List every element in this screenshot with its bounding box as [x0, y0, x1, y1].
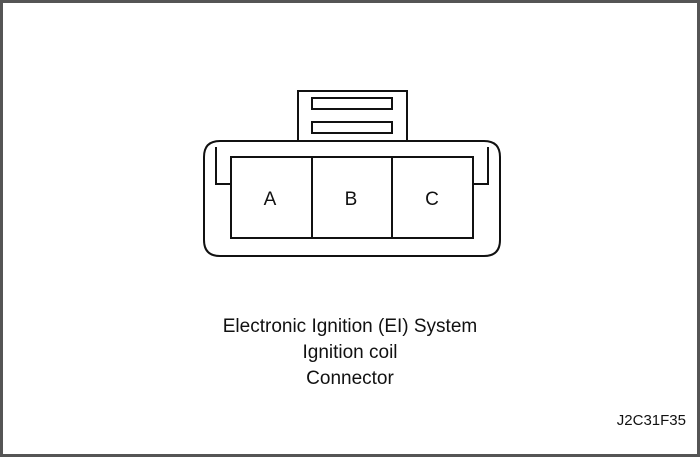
right-guide-rail [473, 147, 489, 185]
connector-housing [203, 140, 501, 257]
pin-label-b: B [345, 189, 358, 210]
caption-line-part: Connector [306, 368, 394, 389]
figure-code: J2C31F35 [616, 412, 686, 429]
diagram-caption: Electronic Ignition (EI) System Ignition… [0, 314, 700, 392]
caption-line-system: Electronic Ignition (EI) System [222, 316, 478, 337]
pin-label-c: C [425, 189, 439, 210]
caption-line-component: Ignition coil [302, 342, 398, 363]
pin-label-a: A [264, 189, 277, 210]
left-guide-rail [215, 147, 231, 185]
locking-tab [297, 90, 408, 142]
